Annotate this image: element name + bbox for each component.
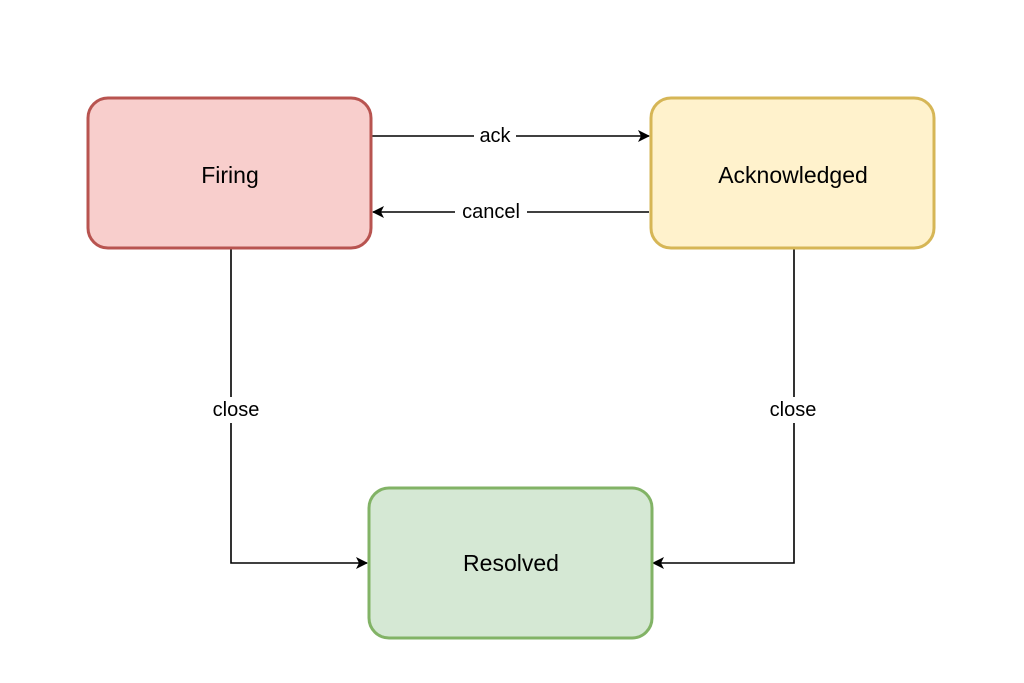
node-acknowledged-label: Acknowledged xyxy=(718,162,868,188)
edge-firing-close: close xyxy=(205,249,368,569)
node-acknowledged: Acknowledged xyxy=(649,96,936,250)
edge-ack-label: ack xyxy=(479,125,511,147)
node-firing-box xyxy=(86,96,373,250)
edge-acknowledged-close-label-bg xyxy=(762,397,824,423)
node-resolved-box xyxy=(367,486,654,640)
edge-acknowledged-close-label: close xyxy=(770,399,817,421)
edge-ack: ack xyxy=(372,124,650,148)
node-firing: Firing xyxy=(86,96,373,250)
edge-acknowledged-close-line xyxy=(652,249,795,569)
node-firing-label: Firing xyxy=(201,162,259,188)
edge-cancel-label-bg xyxy=(455,200,527,224)
edge-ack-label-bg xyxy=(474,124,516,148)
edge-firing-close-label-bg xyxy=(205,397,267,423)
edge-firing-close-line xyxy=(230,249,368,569)
node-resolved: Resolved xyxy=(367,486,654,640)
edge-cancel: cancel xyxy=(372,200,649,224)
node-resolved-label: Resolved xyxy=(463,550,559,576)
edge-acknowledged-close: close xyxy=(652,249,824,569)
edge-firing-close-label: close xyxy=(213,399,260,421)
edge-cancel-label: cancel xyxy=(462,201,520,223)
node-acknowledged-box xyxy=(649,96,936,250)
